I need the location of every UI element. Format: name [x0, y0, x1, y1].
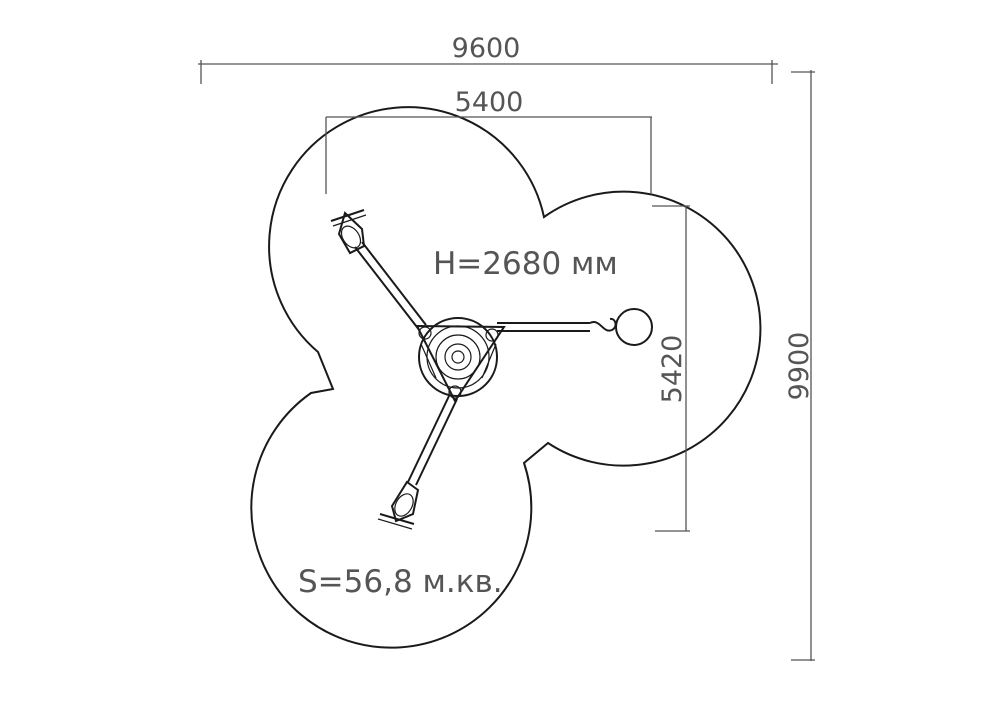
- dimension-overall-depth-label: 9900: [784, 332, 815, 401]
- dimension-frame-depth: 5420: [652, 205, 690, 532]
- safety-zone-outline: [250, 106, 762, 649]
- dimension-frame-width-label: 5400: [455, 87, 524, 118]
- ring-handle-right: [615, 308, 653, 346]
- swing-seat-lower-left: [377, 480, 420, 530]
- dimension-overall-width: 9600: [198, 33, 778, 84]
- swing-seat-upper-left: [330, 209, 367, 255]
- arm-right: [497, 317, 617, 332]
- central-hub: [415, 317, 506, 403]
- arm-lower-left: [407, 395, 458, 486]
- arm-upper-left: [354, 241, 427, 332]
- area-annotation: S=56,8 м.кв.: [298, 564, 503, 600]
- dimension-frame-depth-label: 5420: [657, 335, 688, 404]
- dimension-frame-width: 5400: [325, 87, 652, 194]
- dimension-overall-depth: 9900: [784, 70, 815, 661]
- height-annotation: H=2680 мм: [433, 246, 618, 282]
- dimension-overall-width-label: 9600: [452, 33, 521, 64]
